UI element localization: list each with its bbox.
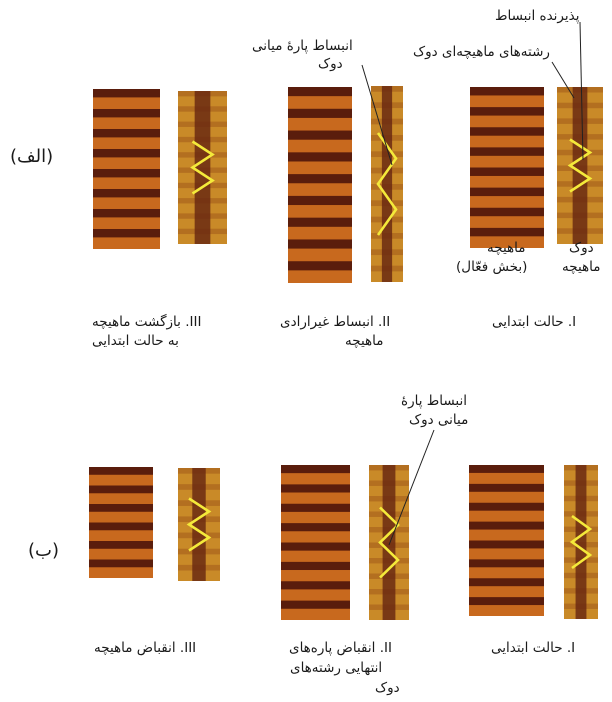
leader-stretch-mid-be [389, 430, 434, 545]
caption-be-1-num: I [571, 640, 575, 656]
caption-be-1-text: . حالت ابتدایی [491, 640, 571, 656]
caption-be-2-line3: دوک [375, 680, 400, 697]
caption-be-3: III. انقباض ماهیچه [94, 640, 196, 657]
caption-be-2-num: II [384, 640, 392, 656]
annotation-be-stretch-mid-1: انبساط پارهٔ [401, 393, 467, 410]
caption-be-2-text-1: . انقباض پاره‌های [289, 640, 384, 656]
caption-be-2: II. انقباض پاره‌های [289, 640, 392, 657]
caption-be-1: I. حالت ابتدایی [491, 640, 575, 657]
caption-be-3-num: III [184, 640, 196, 656]
caption-be-3-text: . انقباض ماهیچه [94, 640, 184, 656]
caption-be-2-line2: انتهایی رشته‌های [290, 660, 382, 677]
annotation-be-stretch-mid-2: میانی دوک [409, 412, 468, 429]
